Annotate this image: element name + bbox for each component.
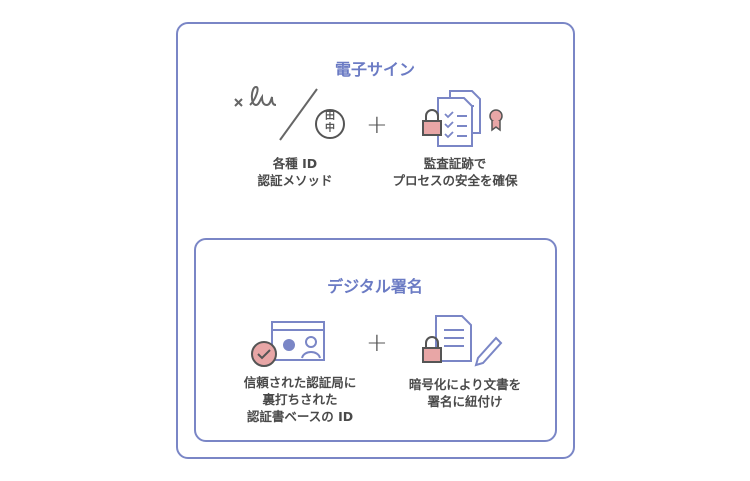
name-seal-icon (315, 109, 345, 139)
encrypted-document-pen-icon (422, 315, 503, 367)
plus-icon: + (366, 110, 388, 140)
audit-trail-caption: 監査証跡でプロセスの安全を確保 (392, 156, 518, 188)
encryption-caption: 暗号化により文書を署名に紐付け (408, 377, 522, 409)
seal-text: 田中 (325, 111, 335, 134)
handwritten-signature-icon (234, 85, 318, 141)
plus-icon: + (366, 328, 388, 358)
certificate-id-icon (251, 321, 325, 367)
electronic-signature-title: 電子サイン (334, 60, 415, 79)
electronic-signature-panel (176, 22, 575, 459)
audit-trail-documents-icon (422, 90, 503, 147)
digital-signature-panel (194, 238, 557, 442)
ca-certificate-caption: 信頼された認証局に裏打ちされた認証書ベースの ID (243, 375, 357, 424)
digital-signature-title: デジタル署名 (327, 277, 423, 296)
